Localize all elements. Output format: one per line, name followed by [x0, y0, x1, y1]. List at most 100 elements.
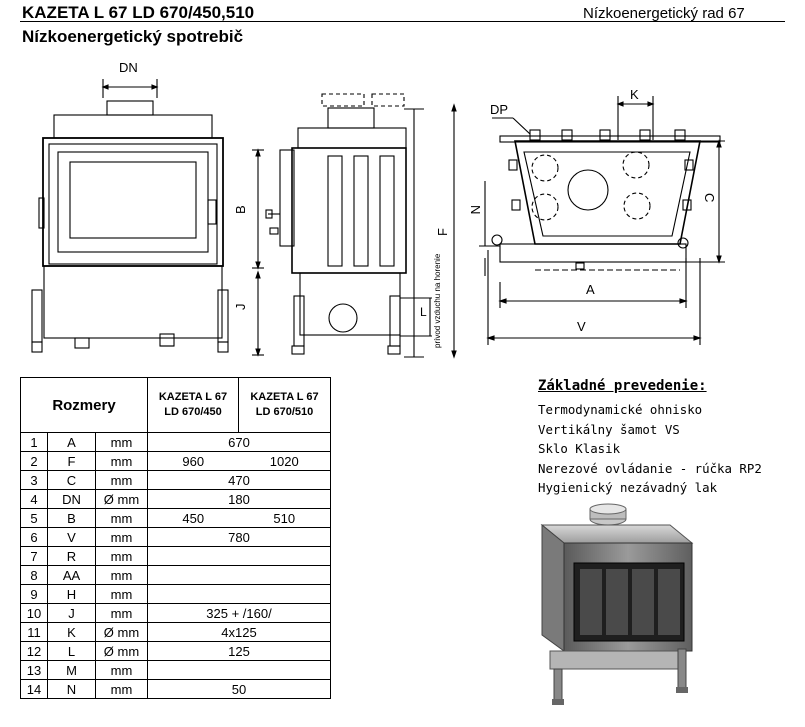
table-row: 14 N mm 50 [20, 679, 331, 699]
row-symbol: B [47, 508, 96, 528]
row-number: 7 [20, 546, 48, 566]
row-symbol: J [47, 603, 96, 623]
table-row: 2 F mm 960 1020 [20, 451, 331, 471]
list-item: Hygienický nezávadný lak [538, 480, 718, 495]
table-row: 13 M mm [20, 660, 331, 680]
technical-drawing: DN B J F L prívod vzduchu na horenie DP … [31, 60, 725, 359]
label-dp: DP [490, 102, 508, 117]
list-item: Termodynamické ohnisko [538, 402, 703, 417]
table-row: 4 DN Ø mm 180 [20, 489, 331, 509]
table-row: 8 AA mm [20, 565, 331, 585]
table-row: 11 K Ø mm 4x125 [20, 622, 331, 642]
row-unit: mm [95, 470, 148, 490]
table-row: 7 R mm [20, 546, 331, 566]
row-number: 10 [20, 603, 48, 623]
row-value: 470 [147, 470, 331, 490]
series-label: Nízkoenergetický rad 67 [583, 5, 745, 22]
row-symbol: L [47, 641, 96, 661]
row-unit: mm [95, 679, 148, 699]
row-symbol: H [47, 584, 96, 604]
row-symbol: R [47, 546, 96, 566]
row-value: 780 [147, 527, 331, 547]
row-number: 12 [20, 641, 48, 661]
label-n: N [468, 205, 483, 214]
row-value: 50 [147, 679, 331, 699]
row-unit: mm [95, 660, 148, 680]
row-value [147, 546, 331, 566]
label-j: J [233, 304, 248, 311]
header-rozmery: Rozmery [20, 377, 148, 433]
row-symbol: A [47, 432, 96, 452]
label-dn: DN [119, 60, 138, 75]
row-number: 13 [20, 660, 48, 680]
table-row: 12 L Ø mm 125 [20, 641, 331, 661]
row-value-1: 960 [147, 451, 239, 471]
row-number: 1 [20, 432, 48, 452]
row-unit: mm [95, 546, 148, 566]
label-k: K [630, 87, 639, 102]
label-air-supply: prívod vzduchu na horenie [433, 253, 442, 348]
row-number: 4 [20, 489, 48, 509]
row-unit: mm [95, 527, 148, 547]
row-symbol: V [47, 527, 96, 547]
row-value [147, 565, 331, 585]
row-number: 8 [20, 565, 48, 585]
row-number: 11 [20, 622, 48, 642]
row-unit: Ø mm [95, 641, 148, 661]
list-item: Nerezové ovládanie - rúčka RP2 [538, 460, 762, 476]
front-view [31, 79, 229, 353]
row-unit: mm [95, 432, 148, 452]
table-row: 9 H mm [20, 584, 331, 604]
table-row: 1 A mm 670 [20, 432, 331, 452]
label-c: C [702, 193, 717, 202]
label-f: F [435, 228, 450, 236]
document-title: KAZETA L 67 LD 670/450,510 [22, 3, 255, 22]
table-row: 6 V mm 780 [20, 527, 331, 547]
product-photo [540, 503, 694, 705]
row-value: 4x125 [147, 622, 331, 642]
row-value-2: 510 [238, 508, 331, 528]
row-unit: mm [95, 451, 148, 471]
header-divider [20, 21, 785, 22]
row-number: 3 [20, 470, 48, 490]
row-number: 2 [20, 451, 48, 471]
row-unit: Ø mm [95, 622, 148, 642]
standard-equipment-list: Termodynamické ohnisko Vertikálny šamot … [538, 400, 762, 498]
table-row: 3 C mm 470 [20, 470, 331, 490]
label-a: A [586, 282, 595, 297]
row-unit: mm [95, 565, 148, 585]
row-number: 9 [20, 584, 48, 604]
row-unit: mm [95, 508, 148, 528]
row-symbol: N [47, 679, 96, 699]
row-value [147, 660, 331, 680]
row-value: 325 + /160/ [147, 603, 331, 623]
list-item: Vertikálny šamot VS [538, 421, 680, 437]
side-view [252, 93, 457, 359]
document-subtitle: Nízkoenergetický spotrebič [22, 27, 244, 46]
list-item: Sklo Klasik [538, 441, 621, 456]
row-symbol: C [47, 470, 96, 490]
table-row: 5 B mm 450 510 [20, 508, 331, 528]
row-symbol: AA [47, 565, 96, 585]
row-symbol: DN [47, 489, 96, 509]
row-symbol: M [47, 660, 96, 680]
row-unit: mm [95, 603, 148, 623]
label-l: L [420, 305, 427, 319]
row-unit: Ø mm [95, 489, 148, 509]
label-b: B [233, 205, 248, 214]
row-value: 180 [147, 489, 331, 509]
row-number: 5 [20, 508, 48, 528]
top-view [479, 96, 725, 345]
row-number: 6 [20, 527, 48, 547]
row-number: 14 [20, 679, 48, 699]
label-v: V [577, 319, 586, 334]
standard-equipment-title: Základné prevedenie: [538, 378, 707, 394]
row-value: 125 [147, 641, 331, 661]
row-value-1: 450 [147, 508, 239, 528]
row-symbol: F [47, 451, 96, 471]
row-symbol: K [47, 622, 96, 642]
row-value: 670 [147, 432, 331, 452]
